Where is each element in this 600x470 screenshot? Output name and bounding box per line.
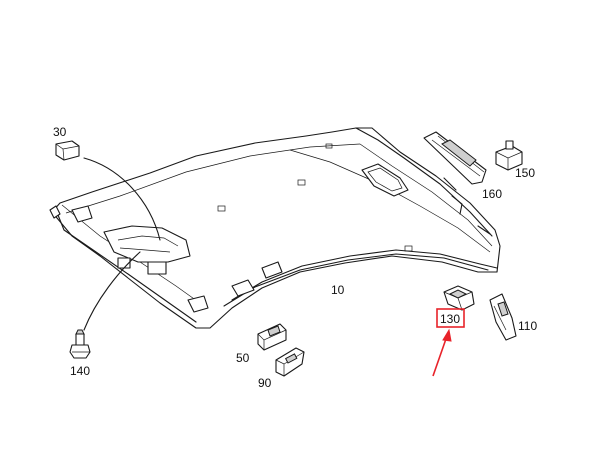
leader-line-140: [83, 251, 141, 331]
headliner-part: [49, 127, 501, 329]
label-160: 160: [482, 187, 502, 201]
label-50: 50: [236, 351, 250, 365]
leader-line-30: [83, 157, 161, 241]
highlight-arrow: [432, 328, 452, 377]
part-150-nut: [495, 140, 523, 171]
label-140: 140: [70, 364, 90, 378]
label-150: 150: [515, 166, 535, 180]
highlight-box-130: [436, 308, 465, 328]
part-30-block: [55, 140, 80, 161]
label-30: 30: [53, 125, 67, 139]
part-140-clip: [69, 329, 91, 359]
part-110-bracket: [489, 293, 517, 341]
label-90: 90: [258, 376, 272, 390]
part-130-bracket: [443, 285, 475, 311]
label-130: 130: [440, 312, 460, 326]
label-110: 110: [518, 319, 537, 333]
part-90-cover: [275, 347, 305, 377]
label-10: 10: [331, 283, 345, 297]
part-160-strip: [423, 131, 487, 185]
part-50-clip: [257, 323, 287, 351]
